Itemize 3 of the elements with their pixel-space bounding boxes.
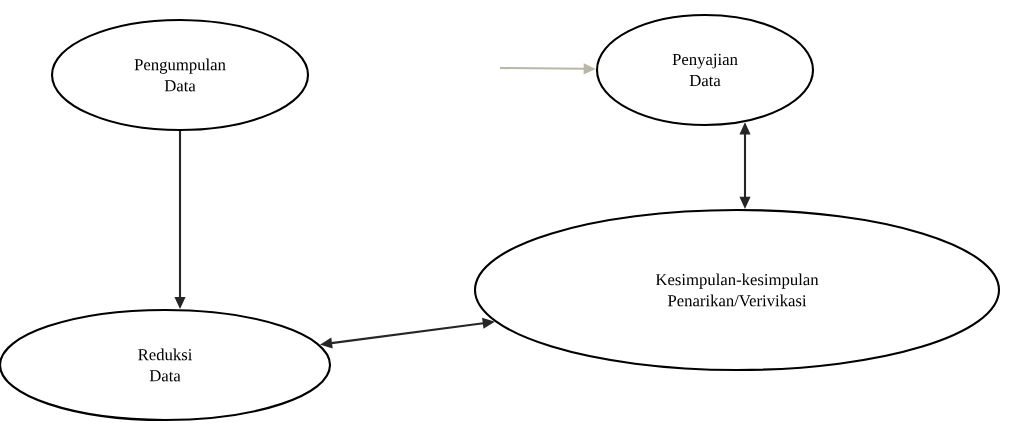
ellipse-node: Penyajian Data (595, 13, 815, 127)
ellipse-node: Pengumpulan Data (50, 18, 310, 132)
ellipse-node: Kesimpulan-kesimpulan Penarikan/Verivikasi (473, 208, 1001, 372)
